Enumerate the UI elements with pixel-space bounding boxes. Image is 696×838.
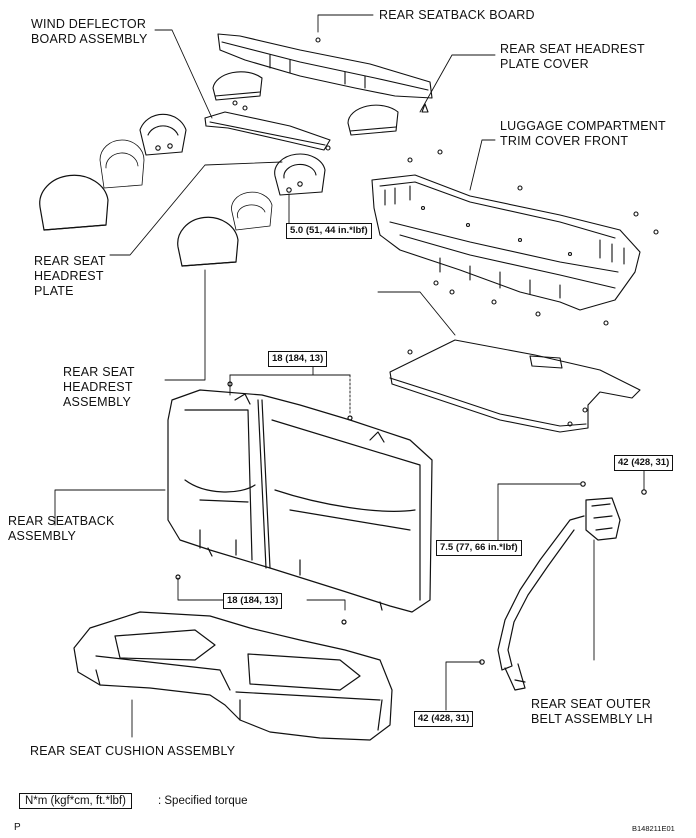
label-line: PLATE COVER	[500, 57, 589, 71]
label-rear-seat-outer-belt-assembly-lh: REAR SEAT OUTER BELT ASSEMBLY LH	[531, 697, 653, 727]
label-rear-seat-headrest-assembly: REAR SEAT HEADREST ASSEMBLY	[63, 365, 135, 410]
rear-seatback-shape	[167, 381, 433, 625]
torque-seatback-top: 18 (184, 13)	[268, 351, 328, 367]
label-rear-seat-cushion-assembly: REAR SEAT CUSHION ASSEMBLY	[30, 744, 235, 759]
label-line: REAR SEAT	[63, 365, 135, 379]
label-line: ASSEMBLY	[8, 529, 77, 543]
torque-unit-legend-description: : Specified torque	[158, 795, 248, 807]
corner-letter: P	[14, 822, 21, 833]
label-rear-seat-headrest-plate-cover: REAR SEAT HEADREST PLATE COVER	[500, 42, 645, 72]
headrest-plate-shapes	[139, 113, 326, 196]
label-wind-deflector-board-assembly: WIND DEFLECTOR BOARD ASSEMBLY	[31, 17, 148, 47]
label-line: HEADREST	[63, 380, 133, 394]
wind-deflector-shape	[204, 111, 331, 151]
label-line: TRIM COVER FRONT	[500, 134, 629, 148]
torque-belt-upper: 7.5 (77, 66 in.*lbf)	[436, 540, 522, 556]
label-line: REAR SEAT OUTER	[531, 697, 651, 711]
label-line: REAR SEATBACK BOARD	[379, 8, 535, 22]
rear-seat-cushion-shape	[73, 611, 393, 741]
headrest-frame-shapes	[99, 139, 273, 231]
label-line: PLATE	[34, 284, 74, 298]
label-rear-seat-headrest-plate: REAR SEAT HEADREST PLATE	[34, 254, 106, 299]
label-line: HEADREST	[34, 269, 104, 283]
label-line: REAR SEAT HEADREST	[500, 42, 645, 56]
torque-seatback-bottom: 18 (184, 13)	[223, 593, 283, 609]
label-rear-seatback-board: REAR SEATBACK BOARD	[379, 8, 535, 23]
label-line: ASSEMBLY	[63, 395, 132, 409]
outer-belt-shape	[479, 481, 647, 691]
headrest-shapes	[39, 174, 239, 267]
torque-headrest-plate: 5.0 (51, 44 in.*lbf)	[286, 223, 372, 239]
torque-unit-legend-box: N*m (kgf*cm, ft.*lbf)	[19, 793, 132, 809]
package-tray-shape	[389, 339, 641, 433]
label-line: BOARD ASSEMBLY	[31, 32, 148, 46]
headrest-plate-cover-shapes	[212, 71, 399, 136]
label-line: REAR SEAT	[34, 254, 106, 268]
rear-seatback-board-shape	[217, 33, 433, 113]
label-line: WIND DEFLECTOR	[31, 17, 147, 31]
luggage-trim-shape	[371, 149, 659, 326]
label-line: REAR SEATBACK	[8, 514, 115, 528]
torque-belt-floor: 42 (428, 31)	[414, 711, 474, 727]
torque-belt-anchor: 42 (428, 31)	[614, 455, 674, 471]
label-line: REAR SEAT CUSHION ASSEMBLY	[30, 744, 236, 758]
label-luggage-compartment-trim-cover-front: LUGGAGE COMPARTMENT TRIM COVER FRONT	[500, 119, 666, 149]
figure-id: B148211E01	[632, 824, 675, 833]
label-line: LUGGAGE COMPARTMENT	[500, 119, 666, 133]
label-line: BELT ASSEMBLY LH	[531, 712, 653, 726]
label-rear-seatback-assembly: REAR SEATBACK ASSEMBLY	[8, 514, 115, 544]
